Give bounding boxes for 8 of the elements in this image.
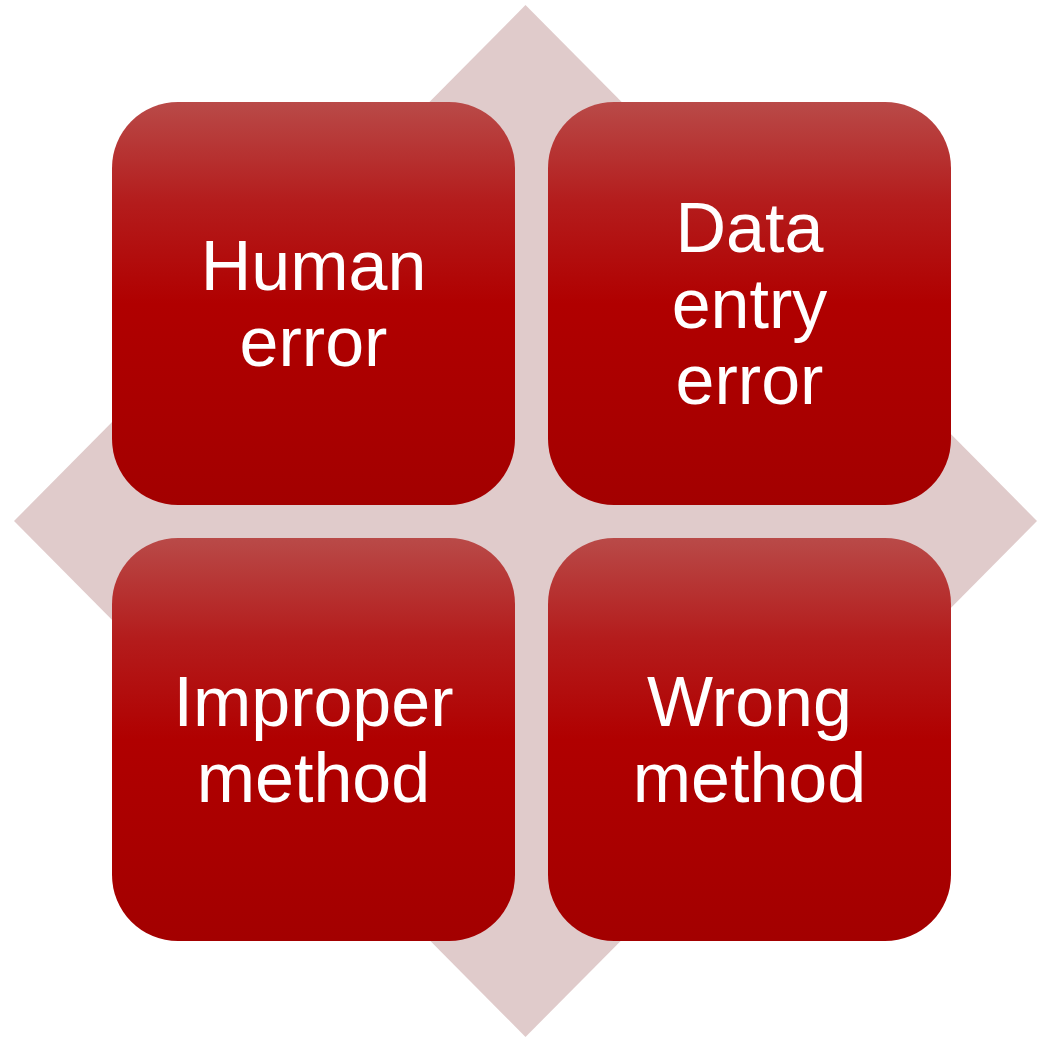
category-card (548, 102, 951, 505)
card-label: Data entry error (670, 189, 829, 418)
card-label: Human error (199, 227, 428, 380)
category-card (548, 538, 951, 941)
card-label: Wrong method (631, 663, 868, 816)
card-label: Improper method (172, 663, 455, 816)
category-card (112, 538, 515, 941)
category-card (112, 102, 515, 505)
